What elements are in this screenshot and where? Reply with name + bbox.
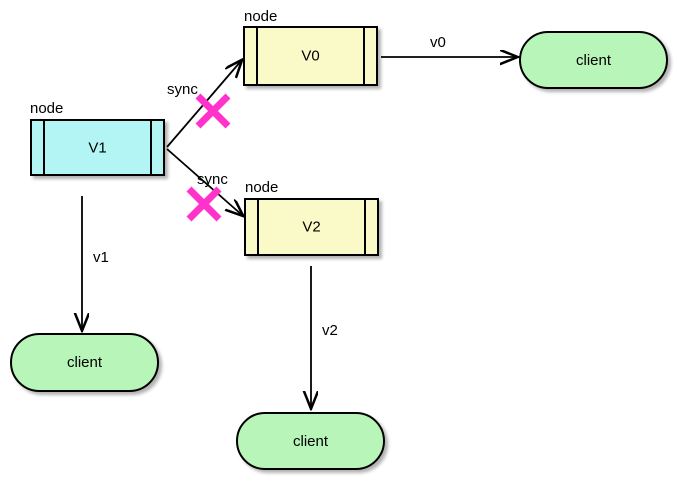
node-v0-stripe-right <box>363 28 376 84</box>
sync-blocked-cross-icon-top <box>195 93 231 129</box>
client-v0[interactable]: client <box>519 31 668 89</box>
sync-blocked-cross-icon-bottom <box>186 186 222 222</box>
edge-label-v0: v0 <box>430 34 446 51</box>
node-v0-stripe-left <box>245 28 258 84</box>
edge-label-v2: v2 <box>322 322 338 339</box>
edge-label-sync-v0: sync <box>167 81 198 98</box>
client-v0-label: client <box>575 51 612 69</box>
node-caption-v1: node <box>30 100 64 117</box>
client-v2-label: client <box>292 432 329 450</box>
node-v2-stripe-left <box>246 200 259 254</box>
node-caption-v0: node <box>244 8 278 25</box>
client-v1[interactable]: client <box>10 333 159 392</box>
node-caption-v2: node <box>245 179 279 196</box>
node-v0-label: V0 <box>301 47 320 65</box>
node-v1[interactable]: V1 <box>30 119 165 176</box>
node-v1-stripe-left <box>32 121 45 174</box>
node-v1-label: V1 <box>88 139 107 156</box>
node-v0[interactable]: V0 <box>243 26 378 86</box>
node-v2-stripe-right <box>364 200 377 254</box>
node-v2[interactable]: V2 <box>244 198 379 256</box>
client-v2[interactable]: client <box>236 412 385 470</box>
node-v2-label: V2 <box>302 218 321 236</box>
edge-label-sync-v2: sync <box>197 171 228 188</box>
edge-sync-v2-line <box>166 148 242 215</box>
edge-label-v1: v1 <box>93 249 109 266</box>
client-v1-label: client <box>66 354 103 371</box>
node-v1-stripe-right <box>150 121 163 174</box>
